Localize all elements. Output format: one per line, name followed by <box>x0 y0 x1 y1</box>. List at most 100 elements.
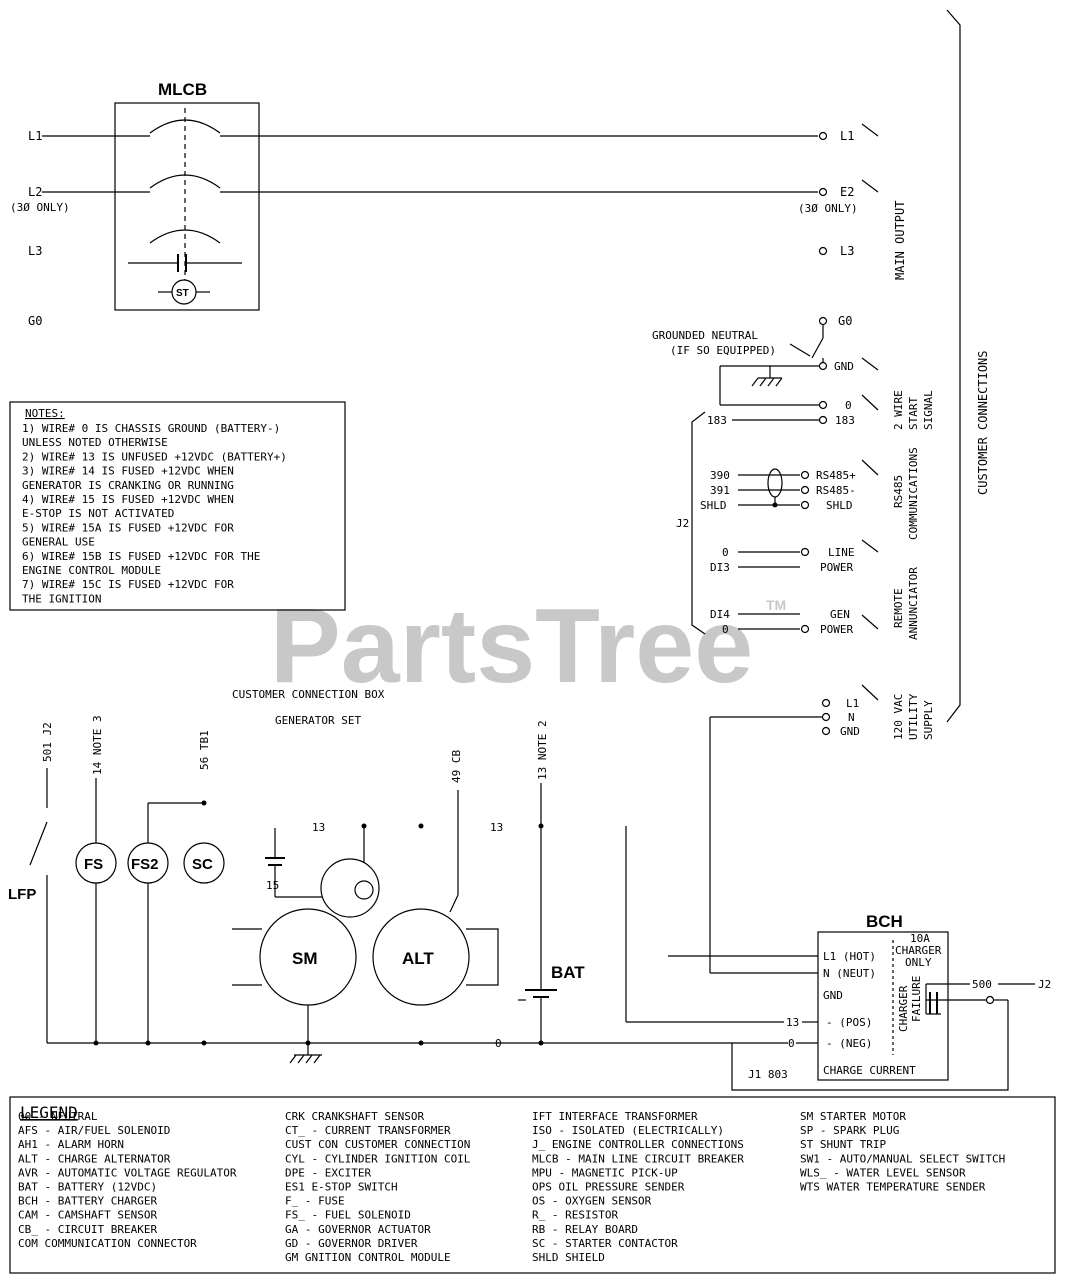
bat-label: BAT <box>551 963 585 982</box>
legend-box <box>9 1096 1056 1274</box>
two-wire-label-2: START <box>907 397 920 430</box>
lfp-label: LFP <box>8 886 36 903</box>
wire-di4-label: DI4 <box>710 608 730 621</box>
rs485-plus-label: RS485+ <box>816 469 856 482</box>
starter-solenoid <box>320 858 380 918</box>
watermark-tm: TM <box>766 597 786 613</box>
wire-391-label: 391 <box>710 484 730 497</box>
gnd-terminal <box>818 361 828 371</box>
legend-entry: OPS OIL PRESSURE SENDER <box>532 1181 685 1194</box>
note-line: GENERATOR IS CRANKING OR RUNNING <box>22 479 234 492</box>
legend-entry: SC - STARTER CONTACTOR <box>532 1237 678 1250</box>
note-line: UNLESS NOTED OTHERWISE <box>22 436 168 449</box>
wire-shld-label: SHLD <box>700 499 727 512</box>
terminal-0-label: 0 <box>845 399 852 412</box>
notes-lines: 1) WIRE# 0 IS CHASSIS GROUND (BATTERY-) … <box>22 422 287 605</box>
output-l1-terminal <box>818 131 828 141</box>
legend-entry: BCH - BATTERY CHARGER <box>18 1195 157 1208</box>
utility-l1-label: L1 <box>846 697 859 710</box>
input-l2-note: (3Ø ONLY) <box>10 201 70 214</box>
legend-entry: MLCB - MAIN LINE CIRCUIT BREAKER <box>532 1152 744 1165</box>
customer-connection-box-label: CUSTOMER CONNECTION BOX <box>232 688 385 701</box>
note-line: 7) WIRE# 15C IS FUSED +12VDC FOR <box>22 578 234 591</box>
power-label-2: POWER <box>820 623 853 636</box>
legend-entry: AH1 - ALARM HORN <box>18 1138 124 1151</box>
legend-entry: COM COMMUNICATION CONNECTOR <box>18 1237 197 1250</box>
legend-entry: GA - GOVERNOR ACTUATOR <box>285 1223 431 1236</box>
terminal-183 <box>818 415 828 425</box>
legend-title: LEGEND <box>20 1103 78 1122</box>
legend-entry: FS_ - FUEL SOLENOID <box>285 1209 411 1222</box>
output-l3-terminal <box>818 246 828 256</box>
note-line: ENGINE CONTROL MODULE <box>22 564 161 577</box>
bch-failure-2: FAILURE <box>910 976 923 1022</box>
line-label: LINE <box>828 546 855 559</box>
wire-56-label: 56 TB1 <box>198 730 211 770</box>
utility-group-label-3: SUPPLY <box>922 700 935 740</box>
legend-entry: WTS WATER TEMPERATURE SENDER <box>800 1181 986 1194</box>
note-line: 5) WIRE# 15A IS FUSED +12VDC FOR <box>22 521 234 534</box>
wire-390-label: 390 <box>710 469 730 482</box>
legend-entry: SP - SPARK PLUG <box>800 1124 899 1137</box>
rs485-minus-terminal <box>800 485 810 495</box>
note-line: GENERAL USE <box>22 536 95 549</box>
utility-gnd-label: GND <box>840 725 860 738</box>
note-line: THE IGNITION <box>22 592 101 605</box>
note-line: 4) WIRE# 15 IS FUSED +12VDC WHEN <box>22 493 234 506</box>
legend-entry: 00 - NEUTRAL <box>18 1110 98 1123</box>
bch-charger-2: CHARGER <box>895 944 942 957</box>
utility-group-label-1: 120 VAC <box>892 694 905 740</box>
utility-l1-terminal <box>821 698 831 708</box>
legend-entry: CRK CRANKSHAFT SENSOR <box>285 1110 424 1123</box>
legend-entry: ES1 E-STOP SWITCH <box>285 1181 398 1194</box>
legend-entry: SHLD SHIELD <box>532 1251 605 1264</box>
wire-13-label-a: 13 <box>312 821 325 834</box>
bch-neg-label: - (NEG) <box>826 1037 872 1050</box>
wire-15-label: 15 <box>266 879 279 892</box>
note-line: 3) WIRE# 14 IS FUSED +12VDC WHEN <box>22 465 234 478</box>
wire-500-label: 500 <box>972 978 992 991</box>
watermark: PartsTree <box>270 587 753 705</box>
wire-183-label: 183 <box>707 414 727 427</box>
wire-13-label-c: 13 <box>786 1016 799 1029</box>
legend-entry: BAT - BATTERY (12VDC) <box>18 1181 157 1194</box>
grounded-neutral-label: GROUNDED NEUTRAL <box>652 329 758 342</box>
output-l1-label: L1 <box>840 129 854 143</box>
legend-entry: GM GNITION CONTROL MODULE <box>285 1251 451 1264</box>
legend-entry: AFS - AIR/FUEL SOLENOID <box>18 1124 170 1137</box>
output-e2-label: E2 <box>840 185 854 199</box>
legend-entry: F_ - FUSE <box>285 1195 345 1208</box>
input-l2-label: L2 <box>28 185 42 199</box>
utility-n-terminal <box>821 712 831 722</box>
bch-box <box>817 931 949 1081</box>
rs485-group-label-2: COMMUNICATIONS <box>907 447 920 540</box>
generator-set-label: GENERATOR SET <box>275 714 361 727</box>
rs485-shld-terminal <box>800 500 810 510</box>
sc-label: SC <box>192 856 213 873</box>
j2-label: J2 <box>676 517 689 530</box>
j2-right-label: J2 <box>1038 978 1051 991</box>
bch-title: BCH <box>866 912 903 931</box>
wire-501-label: 501 J2 <box>41 722 54 762</box>
rs485-minus-label: RS485- <box>816 484 856 497</box>
bch-charger-1: 10A <box>910 932 930 945</box>
bch-gnd-label: GND <box>823 989 843 1002</box>
two-wire-label-3: SIGNAL <box>922 390 935 430</box>
bch-pos-label: - (POS) <box>826 1016 872 1029</box>
legend-entry: ST SHUNT TRIP <box>800 1138 886 1151</box>
wire-13-note-label: 13 NOTE 2 <box>536 720 549 780</box>
utility-group-label-2: UTILITY <box>907 693 920 740</box>
legend-entry: IFT INTERFACE TRANSFORMER <box>532 1110 698 1123</box>
legend-entry: SW1 - AUTO/MANUAL SELECT SWITCH <box>800 1152 1005 1165</box>
legend-entry: CUST CON CUSTOMER CONNECTION <box>285 1138 470 1151</box>
input-g0-label: G0 <box>28 314 42 328</box>
remote-group-label-2: ANNUNCIATOR <box>907 567 920 640</box>
legend-entry: R_ - RESISTOR <box>532 1209 618 1222</box>
grounded-neutral-note: (IF SO EQUIPPED) <box>670 344 776 357</box>
output-g0-terminal <box>818 316 828 326</box>
mlcb-title: MLCB <box>158 80 207 99</box>
wire-13-label-b: 13 <box>490 821 503 834</box>
bch-charger-3: ONLY <box>905 956 932 969</box>
